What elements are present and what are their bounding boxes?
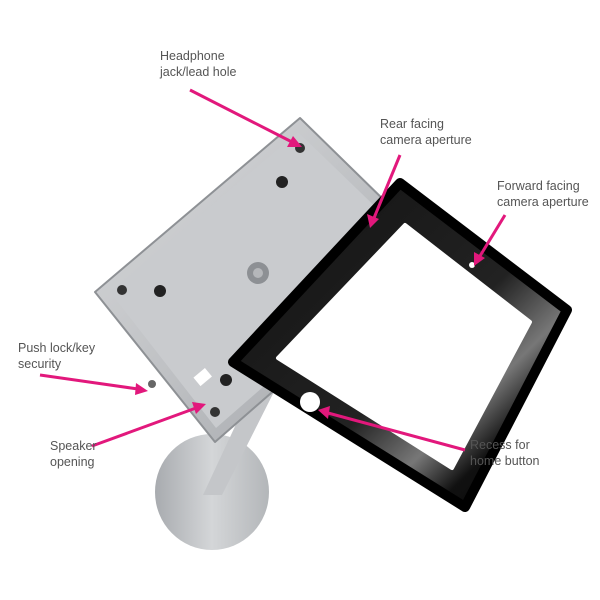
arrow-push-lock xyxy=(39,373,139,391)
label-forward-camera: Forward facing camera aperture xyxy=(497,179,589,209)
label-push-lock: Push lock/key security xyxy=(18,341,96,371)
arrow-rear-camera xyxy=(372,154,402,219)
label-rear-camera: Rear facing camera aperture xyxy=(380,117,472,147)
label-headphone: Headphone jack/lead hole xyxy=(160,49,237,79)
label-speaker: Speaker opening xyxy=(50,439,97,469)
arrow-speaker xyxy=(91,406,197,448)
label-home-button: Recess for home button xyxy=(470,438,540,468)
front-bezel-frame xyxy=(228,178,572,512)
arrow-forward-camera xyxy=(478,214,507,257)
arrow-headphone xyxy=(189,88,293,144)
arrow-home-button xyxy=(327,411,466,452)
callout-arrows xyxy=(39,88,507,452)
